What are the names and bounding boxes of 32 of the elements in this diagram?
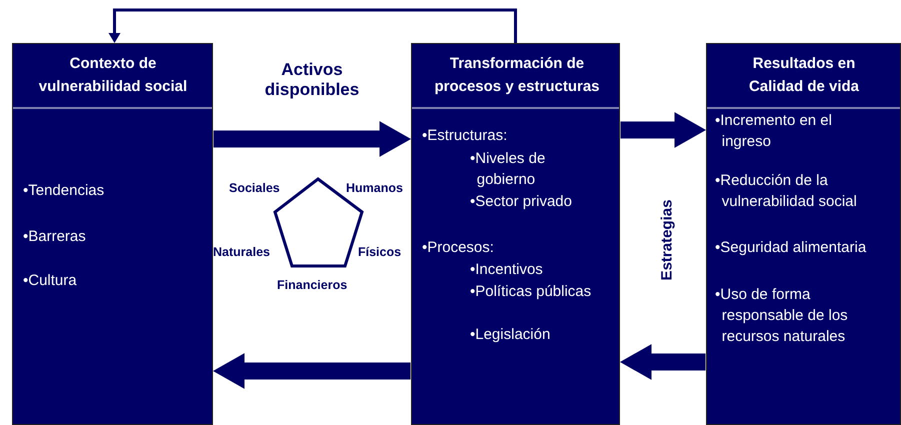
column-heading: Transformación de procesos y estructuras (433, 54, 601, 97)
column-heading: Contexto de vulnerabilidad social (38, 54, 188, 97)
vertical-label: Estrategias (658, 200, 676, 280)
bullet-item: •Barreras (23, 227, 87, 247)
asset-label: Humanos (346, 181, 403, 195)
asset-label: Sociales (229, 181, 280, 195)
feedback-arrow (108, 8, 517, 43)
block-arrow (620, 112, 706, 148)
asset-label: Naturales (213, 245, 270, 259)
asset-label: Financieros (277, 278, 348, 292)
column-heading: Resultados en Calidad de vida (748, 54, 860, 97)
block-arrow (620, 344, 706, 380)
asset-label: Físicos (358, 245, 402, 259)
section-heading: Activos disponibles (264, 60, 360, 100)
block-arrow (212, 353, 410, 389)
bullet-item: •Estructuras: (422, 126, 508, 146)
bullet-item: •Seguridad alimentaria (715, 238, 868, 258)
bullet-item: •Sector privado (470, 192, 573, 212)
bullet-item: •Procesos: (422, 238, 495, 258)
bullet-item: •Políticas públicas (470, 282, 592, 302)
bullet-item: •Legislación (470, 325, 552, 345)
bullet-item: •Tendencias (23, 181, 106, 201)
bullet-item: •Incentivos (470, 260, 544, 280)
column-panel (411, 43, 620, 425)
column-panel (706, 43, 901, 425)
bullet-item: •Reducción de la vulnerabilidad social (715, 171, 858, 212)
column-panel (12, 43, 213, 425)
bullet-item: •Niveles de gobierno (470, 149, 546, 190)
bullet-item: •Incremento en el ingreso (715, 111, 833, 152)
bullet-item: •Uso de forma responsable de los recursos naturales (715, 285, 849, 347)
block-arrow (214, 121, 412, 157)
bullet-item: •Cultura (23, 271, 78, 291)
